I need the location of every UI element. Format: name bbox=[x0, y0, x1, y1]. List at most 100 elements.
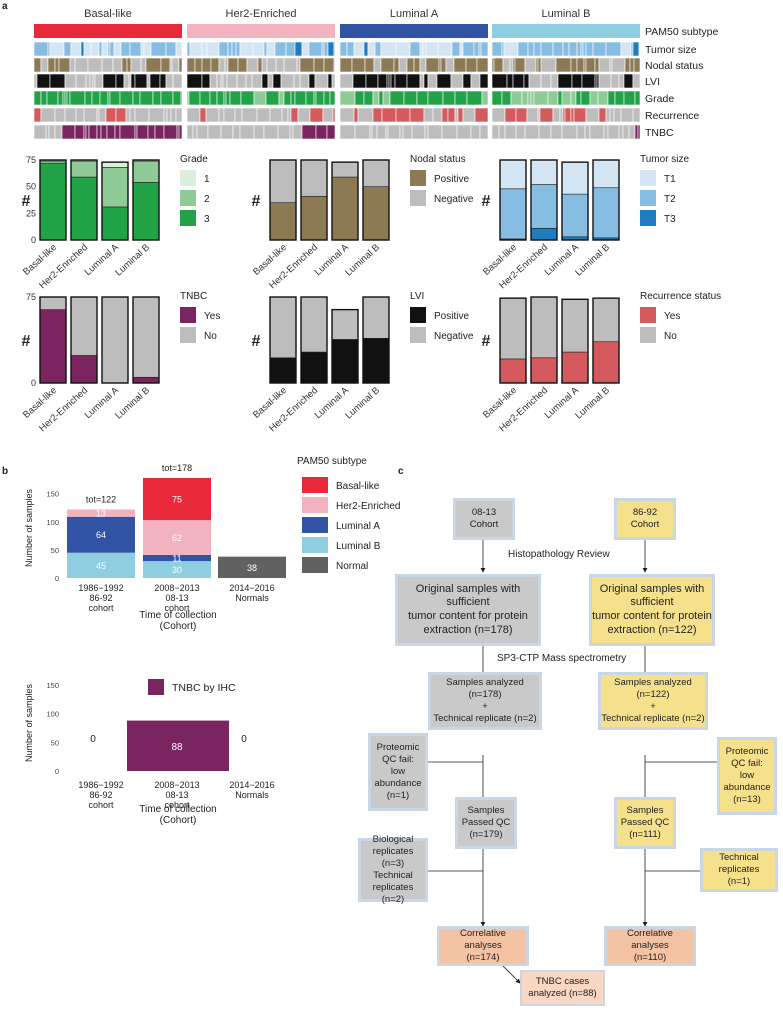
heatmap-cell bbox=[476, 57, 489, 73]
data-label: 88 bbox=[171, 742, 183, 753]
legend-label: T3 bbox=[664, 214, 676, 225]
legend-swatch bbox=[640, 190, 656, 206]
heatmap-cell bbox=[333, 57, 336, 73]
heatmap-cell bbox=[180, 90, 183, 106]
bar-outline bbox=[331, 308, 359, 384]
legend-swatch bbox=[302, 497, 328, 513]
bar-segment bbox=[269, 296, 297, 359]
bar-segment bbox=[561, 193, 589, 238]
passed-qc-left-box: Samples Passed QC (n=179) bbox=[455, 797, 517, 849]
y-tick-label: 150 bbox=[46, 681, 59, 690]
panel-label-a: a bbox=[2, 1, 8, 12]
legend-label: Basal-like bbox=[336, 481, 380, 492]
x-tick-label: 1986−1992 bbox=[78, 780, 123, 790]
bar-outline bbox=[269, 159, 297, 241]
bar-outline bbox=[331, 161, 359, 241]
x-axis-label: Time of collection bbox=[139, 804, 216, 815]
data-label: 30 bbox=[172, 565, 182, 575]
heatmap-group-label: Her2-Enriched bbox=[226, 8, 297, 20]
y-tick-label: 50 bbox=[26, 182, 36, 192]
legend-label: Normal bbox=[336, 561, 368, 572]
heatmap-cell bbox=[178, 124, 183, 140]
bar-outline bbox=[561, 161, 589, 241]
histopathology-label: Histopathology Review bbox=[508, 549, 610, 560]
heatmap-cell bbox=[632, 107, 641, 123]
bar-segment bbox=[101, 167, 129, 208]
bar-segment bbox=[530, 184, 558, 229]
tnbc-cases-box: TNBC cases analyzed (n=88) bbox=[520, 970, 605, 1006]
bar-segment bbox=[300, 159, 328, 197]
heatmap-cell bbox=[329, 90, 336, 106]
legend-swatch bbox=[180, 327, 196, 343]
x-axis-label: (Cohort) bbox=[160, 621, 197, 632]
data-label: 75 bbox=[172, 495, 182, 505]
bar-outline bbox=[300, 296, 328, 384]
bar-segment bbox=[218, 556, 286, 578]
bar-outline bbox=[132, 296, 160, 384]
bar-outline bbox=[132, 159, 160, 241]
legend-label: TNBC by IHC bbox=[172, 682, 236, 694]
heatmap-row-label: PAM50 subtype bbox=[645, 26, 719, 38]
bar-segment bbox=[101, 206, 129, 241]
original-samples-right-box: Original samples with sufficient tumor c… bbox=[589, 574, 715, 646]
y-axis-label: # bbox=[252, 193, 261, 210]
legend-swatch bbox=[180, 190, 196, 206]
legend-swatch bbox=[302, 517, 328, 533]
bar-outline bbox=[592, 159, 620, 241]
bar-segment bbox=[67, 516, 135, 553]
legend-swatch bbox=[410, 307, 426, 323]
data-label: 45 bbox=[96, 561, 106, 571]
x-tick-label: 08-13 bbox=[165, 593, 188, 603]
legend-swatch bbox=[180, 170, 196, 186]
heatmap-row-label: Grade bbox=[645, 93, 674, 105]
bar-outline bbox=[39, 296, 67, 384]
bar-outline bbox=[70, 296, 98, 384]
subtype-bar bbox=[187, 24, 335, 38]
bar-outline bbox=[269, 296, 297, 384]
heatmap-cell bbox=[632, 73, 641, 89]
data-label: 13 bbox=[96, 509, 106, 519]
bar-segment bbox=[143, 478, 211, 521]
y-axis-label: # bbox=[482, 193, 491, 210]
heatmap-cell bbox=[480, 41, 489, 57]
y-axis-label: # bbox=[482, 333, 491, 350]
heatmap-cell bbox=[172, 73, 183, 89]
bar-outline bbox=[39, 159, 67, 241]
y-axis-label: # bbox=[252, 333, 261, 350]
data-label: 64 bbox=[96, 530, 106, 540]
legend-title: Tumor size bbox=[640, 154, 690, 165]
bar-outline bbox=[592, 297, 620, 384]
bar-outline bbox=[101, 161, 129, 241]
x-tick-label: cohort bbox=[164, 603, 190, 613]
bar-segment bbox=[331, 309, 359, 340]
bar-segment bbox=[132, 182, 160, 241]
x-tick-label: 2008−2013 bbox=[154, 780, 199, 790]
bar-outline bbox=[300, 159, 328, 241]
correlative-left-box: Correlative analyses (n=174) bbox=[437, 926, 529, 966]
x-tick-label: cohort bbox=[164, 800, 190, 810]
x-axis-label: (Cohort) bbox=[160, 815, 197, 826]
legend-label: Yes bbox=[204, 311, 220, 322]
cohort-8692-box: 86-92 Cohort bbox=[614, 498, 676, 540]
samples-analyzed-right-box: Samples analyzed (n=122) + Technical rep… bbox=[598, 672, 708, 730]
bar-segment bbox=[269, 159, 297, 203]
x-tick-label: 08-13 bbox=[165, 790, 188, 800]
heatmap-cell bbox=[638, 41, 641, 57]
bar-segment bbox=[143, 554, 211, 562]
bar-segment bbox=[127, 720, 229, 771]
data-label: 38 bbox=[247, 563, 257, 573]
heatmap-group-label: Basal-like bbox=[84, 8, 132, 20]
bar-segment bbox=[592, 341, 620, 384]
heatmap-row-label: LVI bbox=[645, 76, 660, 88]
legend-title: Recurrence status bbox=[640, 291, 721, 302]
heatmap-row-label: TNBC bbox=[645, 127, 674, 139]
heatmap-cell bbox=[637, 124, 641, 140]
panel-label-b: b bbox=[2, 466, 9, 477]
heatmap-cell bbox=[332, 107, 336, 123]
legend-swatch bbox=[640, 327, 656, 343]
x-tick-label: 86-92 bbox=[89, 593, 112, 603]
y-tick-label: 0 bbox=[31, 235, 36, 245]
replicates-left-box: Biological replicates (n=3) Technical re… bbox=[358, 834, 428, 905]
bar-outline bbox=[499, 159, 527, 241]
